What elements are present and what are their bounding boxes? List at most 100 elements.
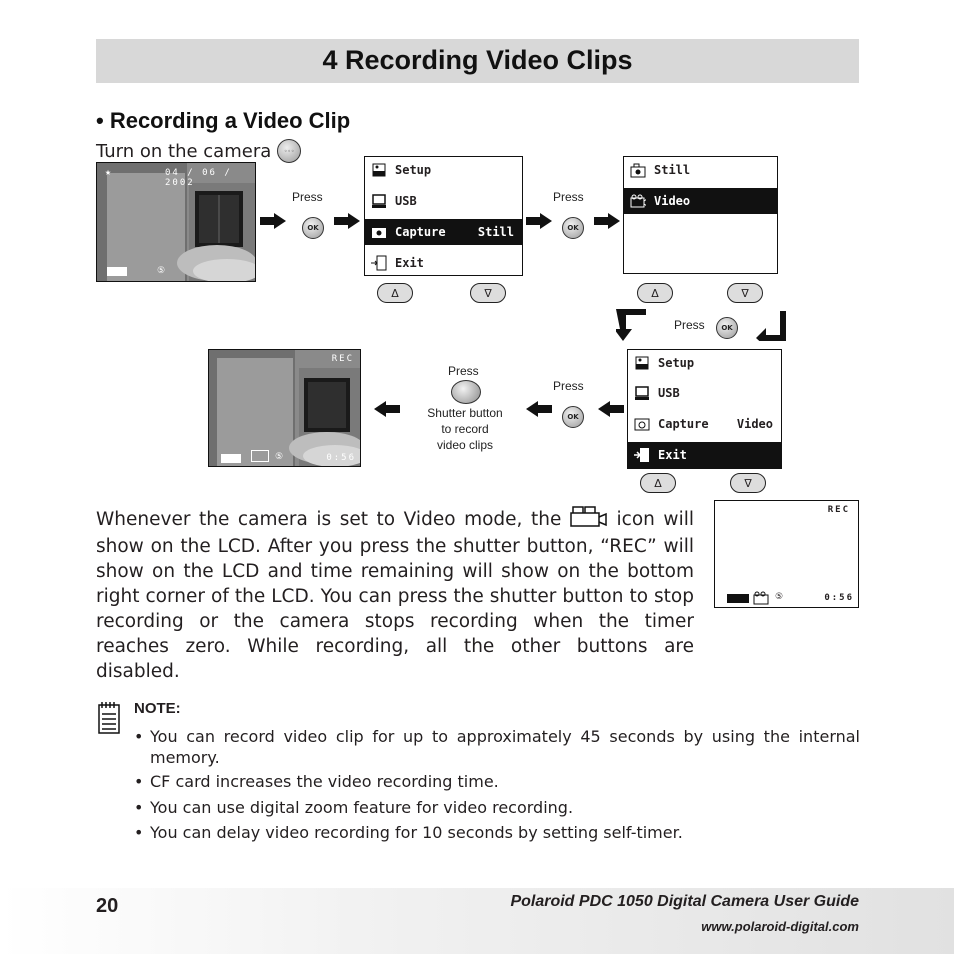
star-icon: ★: [105, 167, 113, 178]
usb-icon: [634, 385, 650, 401]
press-label: Press: [674, 318, 705, 332]
exit-icon: [371, 255, 387, 271]
house-window-photo: [209, 350, 361, 467]
menu-item-video: Video: [624, 188, 777, 214]
arrow-left-icon: [374, 401, 400, 417]
turn-on-text: Turn on the camera: [96, 141, 271, 162]
battery-icon: [107, 267, 127, 276]
power-button-icon: ◦◦◦: [277, 139, 301, 163]
note-item-text: You can delay video recording for 10 sec…: [134, 823, 683, 842]
still-camera-icon: [630, 162, 646, 178]
menu-item-label: Video: [654, 194, 690, 208]
shutter-caption-line: video clips: [410, 437, 520, 453]
note-list-item: • You can record video clip for up to ap…: [134, 726, 860, 768]
menu-item-label: Setup: [658, 356, 694, 370]
menu-item-label: Setup: [395, 163, 431, 177]
battery-icon: [727, 594, 749, 603]
menu-item-exit: Exit: [628, 442, 781, 468]
press-label: Press: [553, 190, 584, 204]
guide-url: www.polaroid-digital.com: [701, 919, 859, 934]
turn-on-instruction: Turn on the camera ◦◦◦: [96, 139, 301, 163]
arrow-right-icon: [594, 213, 620, 229]
capture-icon: [371, 224, 387, 240]
press-label: Press: [448, 364, 479, 378]
photo-date: 04 / 06 / 2002: [165, 168, 255, 188]
body-text-part: icon will show on the LCD. After you pre…: [96, 509, 694, 682]
rec-indicator: REC: [332, 354, 354, 364]
bullet: •: [134, 823, 143, 842]
menu-item-label: USB: [395, 194, 417, 208]
battery-icon: [221, 454, 241, 463]
arrow-right-icon: [334, 213, 360, 229]
note-item-text: CF card increases the video recording ti…: [134, 772, 499, 791]
menu-item-label: Exit: [395, 256, 424, 270]
menu-item-value: Video: [737, 417, 781, 431]
flash-icon: ⑤: [157, 266, 167, 276]
down-button-icon: ∇: [470, 283, 506, 303]
ok-button-icon: OK: [716, 317, 738, 339]
arrow-left-icon: [526, 401, 552, 417]
note-item-text: You can record video clip for up to appr…: [134, 726, 860, 768]
note-pad-icon: [98, 702, 120, 734]
arrow-left-icon: [598, 401, 624, 417]
rec-indicator: REC: [828, 505, 850, 515]
menu-item-label: USB: [658, 386, 680, 400]
arrow-right-icon: [260, 213, 286, 229]
corner-arrow-left-icon: [756, 311, 788, 341]
menu-item-label: Capture: [395, 225, 446, 239]
capture-icon: [634, 416, 650, 432]
shutter-caption-line: to record: [410, 421, 520, 437]
lcd-main-menu-video: Setup USB Capture Video Exit: [627, 349, 782, 469]
up-button-icon: Δ: [637, 283, 673, 303]
menu-item-label: Capture: [658, 417, 709, 431]
lcd-capture-submenu: Still Video: [623, 156, 778, 274]
ok-button-icon: OK: [302, 217, 324, 239]
shutter-button-icon: [451, 380, 481, 404]
video-icon: [630, 193, 646, 209]
press-label: Press: [553, 379, 584, 393]
time-remaining: 0:56: [824, 593, 854, 603]
bullet: •: [134, 798, 143, 817]
bullet: •: [134, 726, 143, 747]
menu-item-capture: Capture Video: [628, 411, 781, 437]
usb-icon: [371, 193, 387, 209]
shutter-caption-line: Shutter button: [410, 405, 520, 421]
title-bar: 4 Recording Video Clips: [96, 39, 859, 83]
menu-item-usb: USB: [365, 188, 522, 214]
down-button-icon: ∇: [727, 283, 763, 303]
flash-icon: ⑤: [775, 592, 783, 602]
camera-recording-preview: REC ⑤ 0:56: [208, 349, 361, 467]
note-list-item: • You can delay video recording for 10 s…: [134, 823, 683, 842]
flash-icon: ⑤: [275, 452, 285, 462]
time-remaining: 0:56: [326, 453, 356, 463]
bullet: •: [134, 772, 143, 791]
setup-icon: [371, 162, 387, 178]
menu-item-label: Exit: [658, 448, 687, 462]
setup-icon: [634, 355, 650, 371]
menu-item-exit: Exit: [365, 250, 522, 276]
video-mode-icon: [251, 450, 269, 462]
ok-button-icon: OK: [562, 406, 584, 428]
note-list-item: • CF card increases the video recording …: [134, 772, 499, 791]
video-icon: [570, 505, 608, 534]
menu-item-still: Still: [624, 157, 777, 183]
body-text-part: Whenever the camera is set to Video mode…: [96, 509, 561, 530]
camera-photo-preview: 04 / 06 / 2002 ★ ⑤: [96, 162, 256, 282]
exit-icon: [634, 447, 650, 463]
menu-item-setup: Setup: [365, 157, 522, 183]
menu-item-setup: Setup: [628, 350, 781, 376]
menu-item-value: Still: [478, 225, 522, 239]
section-heading: • Recording a Video Clip: [96, 108, 350, 134]
arrow-right-icon: [526, 213, 552, 229]
down-button-icon: ∇: [730, 473, 766, 493]
menu-item-capture: Capture Still: [365, 219, 522, 245]
guide-title: Polaroid PDC 1050 Digital Camera User Gu…: [510, 893, 859, 911]
lcd-main-menu: Setup USB Capture Still Exit: [364, 156, 523, 276]
up-button-icon: Δ: [377, 283, 413, 303]
ok-button-icon: OK: [562, 217, 584, 239]
press-label: Press: [292, 190, 323, 204]
note-list-item: • You can use digital zoom feature for v…: [134, 798, 573, 817]
up-button-icon: Δ: [640, 473, 676, 493]
note-label: NOTE:: [134, 700, 181, 717]
menu-item-label: Still: [654, 163, 690, 177]
